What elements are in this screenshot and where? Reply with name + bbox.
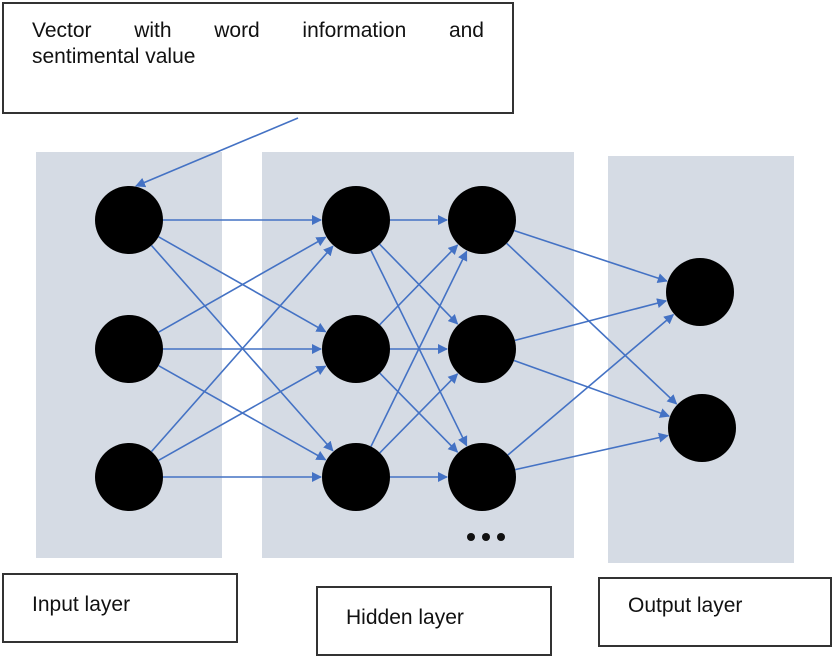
hidden-layer-label: Hidden layer [316,586,552,656]
output-layer-label: Output layer [598,577,832,647]
hidden2-node [448,186,516,254]
connection-edge [506,242,678,405]
hidden1-node [322,443,390,511]
callout-line-2: sentimental value [32,45,196,68]
input-node [95,315,163,383]
hidden1-node [322,315,390,383]
callout-word: word [214,19,260,42]
callout-line-1: Vector with word information and [32,18,484,44]
hidden1-node [322,186,390,254]
connection-edge [513,359,671,418]
connection-edge [158,365,327,461]
connection-edge [158,236,327,333]
connection-edge [379,244,459,326]
connection-edge [515,432,669,471]
input-layer-label: Input layer [2,573,238,643]
output-layer-panel [608,156,794,563]
connection-edge [507,313,675,456]
connection-edge [370,250,468,447]
callout-word: information [302,19,407,42]
output-node [668,394,736,462]
connection-edge [514,229,668,283]
connection-edge [150,245,334,453]
callout-word: with [134,19,172,42]
callout-word: Vector [32,19,92,42]
output-node [666,258,734,326]
connection-edge [379,373,459,454]
hidden2-node [448,315,516,383]
callout-arrow [135,117,299,188]
callout-word: and [448,19,484,42]
connection-edge [514,298,668,342]
callout-box: Vector with word information and sentime… [2,2,514,114]
hidden2-node [448,443,516,511]
input-node [95,443,163,511]
input-node [95,186,163,254]
ellipsis-icon [467,533,505,541]
